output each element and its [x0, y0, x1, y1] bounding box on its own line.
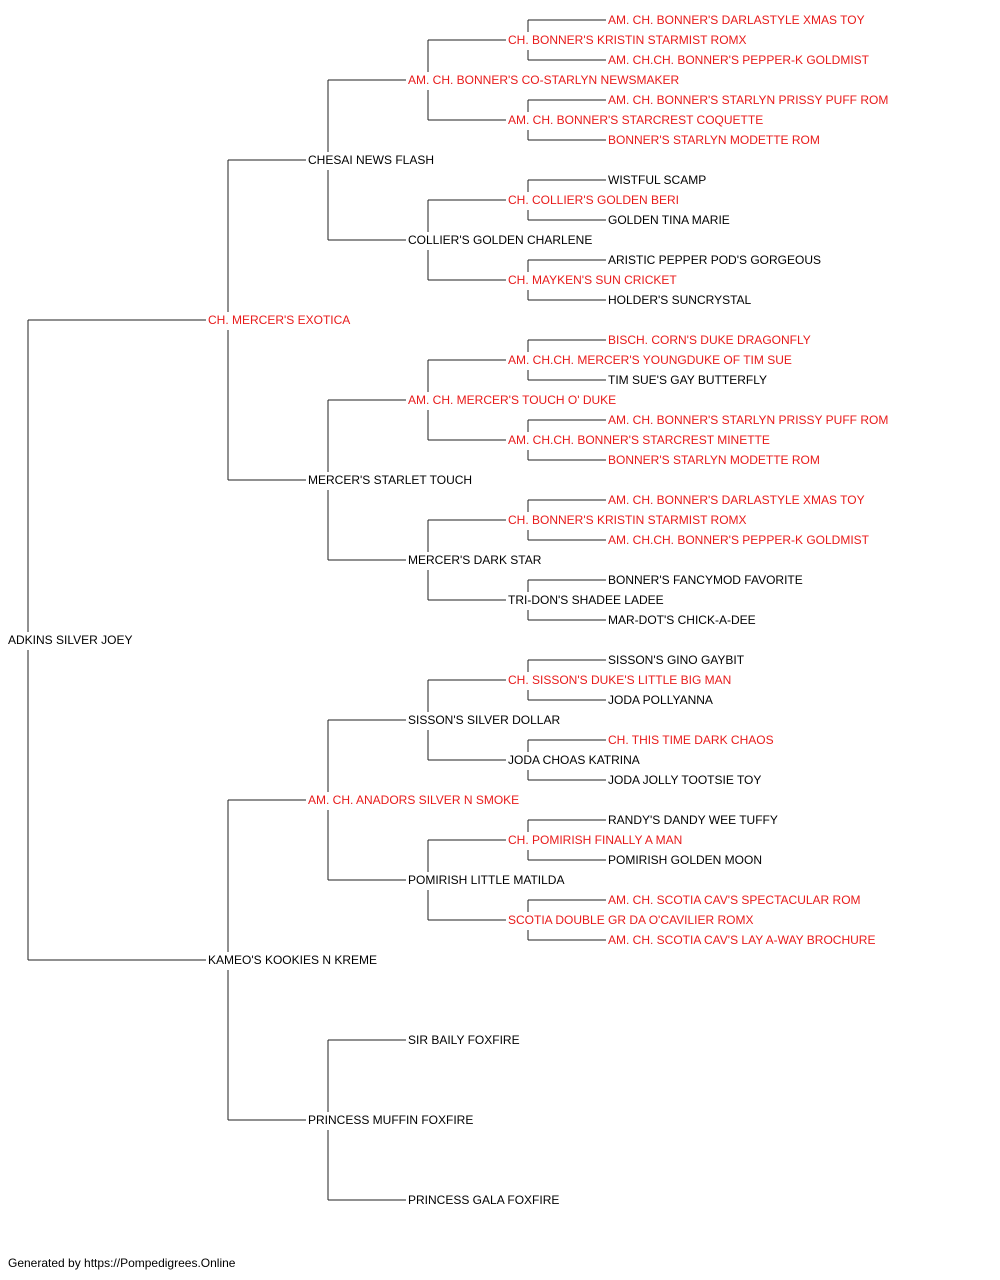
pedigree-name-pedigree.dam: KAMEO'S KOOKIES N KREME	[208, 953, 377, 967]
pedigree-name-pedigree.dam.dam.dam: PRINCESS GALA FOXFIRE	[408, 1193, 559, 1207]
pedigree-name-pedigree.dam.sire: AM. CH. ANADORS SILVER N SMOKE	[308, 793, 519, 807]
pedigree-name-pedigree.dam.sire.sire.dam: JODA CHOAS KATRINA	[508, 753, 640, 767]
pedigree-name-pedigree.sire.dam.sire.dam.sire: AM. CH. BONNER'S STARLYN PRISSY PUFF ROM	[608, 413, 888, 427]
pedigree-name-pedigree.sire.dam.dam.dam.sire: BONNER'S FANCYMOD FAVORITE	[608, 573, 803, 587]
pedigree-name-pedigree.dam.sire.dam.dam.sire: AM. CH. SCOTIA CAV'S SPECTACULAR ROM	[608, 893, 861, 907]
pedigree-name-pedigree.sire.sire.sire.dam: AM. CH. BONNER'S STARCREST COQUETTE	[508, 113, 763, 127]
pedigree-name-pedigree.sire.dam.dam: MERCER'S DARK STAR	[408, 553, 542, 567]
pedigree-name-pedigree.sire: CH. MERCER'S EXOTICA	[208, 313, 350, 327]
pedigree-name-pedigree.sire.sire.sire.sire.sire: AM. CH. BONNER'S DARLASTYLE XMAS TOY	[608, 13, 865, 27]
pedigree-name-pedigree.sire.sire.dam.dam.sire: ARISTIC PEPPER POD'S GORGEOUS	[608, 253, 821, 267]
pedigree-name-pedigree.sire.sire.dam: COLLIER'S GOLDEN CHARLENE	[408, 233, 592, 247]
pedigree-name-pedigree.sire.dam.dam.sire: CH. BONNER'S KRISTIN STARMIST ROMX	[508, 513, 747, 527]
pedigree-name-pedigree.dam.sire.sire.dam.sire: CH. THIS TIME DARK CHAOS	[608, 733, 774, 747]
pedigree-name-pedigree.sire.dam.sire.sire: AM. CH.CH. MERCER'S YOUNGDUKE OF TIM SUE	[508, 353, 792, 367]
pedigree-name-pedigree.sire.dam.sire.sire.sire: BISCH. CORN'S DUKE DRAGONFLY	[608, 333, 811, 347]
pedigree-name-pedigree.dam.sire.dam.dam.dam: AM. CH. SCOTIA CAV'S LAY A-WAY BROCHURE	[608, 933, 875, 947]
pedigree-name-pedigree.dam.sire.dam.sire.dam: POMIRISH GOLDEN MOON	[608, 853, 762, 867]
pedigree-name-pedigree.sire.sire.dam.dam: CH. MAYKEN'S SUN CRICKET	[508, 273, 677, 287]
footer-credit: Generated by https://Pompedigrees.Online	[8, 1256, 236, 1270]
pedigree-name-pedigree.dam.sire.sire: SISSON'S SILVER DOLLAR	[408, 713, 560, 727]
pedigree-name-pedigree.sire.sire.dam.sire.dam: GOLDEN TINA MARIE	[608, 213, 730, 227]
pedigree-name-pedigree.dam.sire.dam.sire: CH. POMIRISH FINALLY A MAN	[508, 833, 682, 847]
pedigree-name-pedigree.sire.sire.sire.sire: CH. BONNER'S KRISTIN STARMIST ROMX	[508, 33, 747, 47]
pedigree-name-pedigree: ADKINS SILVER JOEY	[8, 633, 132, 647]
pedigree-name-pedigree.sire.dam: MERCER'S STARLET TOUCH	[308, 473, 472, 487]
pedigree-name-pedigree.dam.sire.sire.dam.dam: JODA JOLLY TOOTSIE TOY	[608, 773, 761, 787]
pedigree-name-pedigree.sire.sire.dam.sire: CH. COLLIER'S GOLDEN BERI	[508, 193, 679, 207]
pedigree-name-pedigree.sire.dam.dam.dam.dam: MAR-DOT'S CHICK-A-DEE	[608, 613, 756, 627]
pedigree-name-pedigree.dam.sire.dam.sire.sire: RANDY'S DANDY WEE TUFFY	[608, 813, 778, 827]
pedigree-name-pedigree.sire.dam.sire.sire.dam: TIM SUE'S GAY BUTTERFLY	[608, 373, 767, 387]
pedigree-name-pedigree.dam.sire.dam.dam: SCOTIA DOUBLE GR DA O'CAVILIER ROMX	[508, 913, 753, 927]
pedigree-name-pedigree.sire.sire.sire.sire.dam: AM. CH.CH. BONNER'S PEPPER-K GOLDMIST	[608, 53, 870, 67]
pedigree-name-pedigree.dam.dam: PRINCESS MUFFIN FOXFIRE	[308, 1113, 473, 1127]
pedigree-name-pedigree.sire.sire.dam.sire.sire: WISTFUL SCAMP	[608, 173, 706, 187]
pedigree-name-pedigree.sire.dam.dam.sire.dam: AM. CH.CH. BONNER'S PEPPER-K GOLDMIST	[608, 533, 870, 547]
pedigree-name-pedigree.dam.sire.sire.sire.sire: SISSON'S GINO GAYBIT	[608, 653, 745, 667]
pedigree-name-pedigree.sire.sire: CHESAI NEWS FLASH	[308, 153, 434, 167]
pedigree-name-pedigree.dam.sire.sire.sire.dam: JODA POLLYANNA	[608, 693, 713, 707]
pedigree-name-pedigree.sire.dam.sire.dam.dam: BONNER'S STARLYN MODETTE ROM	[608, 453, 820, 467]
pedigree-name-pedigree.dam.dam.sire: SIR BAILY FOXFIRE	[408, 1033, 520, 1047]
pedigree-name-pedigree.sire.sire.sire.dam.dam: BONNER'S STARLYN MODETTE ROM	[608, 133, 820, 147]
pedigree-name-pedigree.sire.sire.sire.dam.sire: AM. CH. BONNER'S STARLYN PRISSY PUFF ROM	[608, 93, 888, 107]
pedigree-name-pedigree.sire.dam.sire.dam: AM. CH.CH. BONNER'S STARCREST MINETTE	[508, 433, 770, 447]
pedigree-name-pedigree.sire.dam.sire: AM. CH. MERCER'S TOUCH O' DUKE	[408, 393, 616, 407]
pedigree-name-pedigree.dam.sire.dam: POMIRISH LITTLE MATILDA	[408, 873, 564, 887]
pedigree-name-pedigree.dam.sire.sire.sire: CH. SISSON'S DUKE'S LITTLE BIG MAN	[508, 673, 731, 687]
pedigree-name-pedigree.sire.sire.sire: AM. CH. BONNER'S CO-STARLYN NEWSMAKER	[408, 73, 680, 87]
pedigree-name-pedigree.sire.sire.dam.dam.dam: HOLDER'S SUNCRYSTAL	[608, 293, 752, 307]
pedigree-name-pedigree.sire.dam.dam.dam: TRI-DON'S SHADEE LADEE	[508, 593, 664, 607]
pedigree-name-pedigree.sire.dam.dam.sire.sire: AM. CH. BONNER'S DARLASTYLE XMAS TOY	[608, 493, 865, 507]
